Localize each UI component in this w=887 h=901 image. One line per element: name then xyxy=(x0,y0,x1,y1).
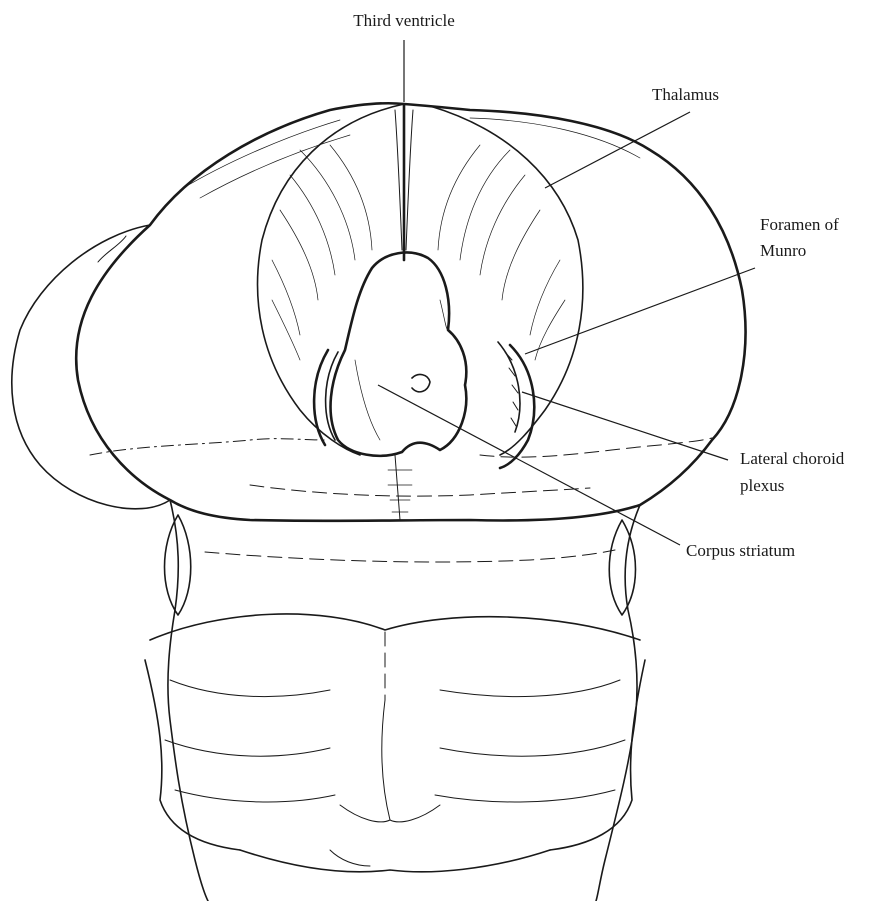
label-lateral-choroid-line2: plexus xyxy=(740,476,784,495)
lower-lobes xyxy=(145,614,645,872)
label-thalamus: Thalamus xyxy=(652,85,719,104)
leader-lines xyxy=(378,40,755,545)
label-corpus-striatum: Corpus striatum xyxy=(686,541,795,560)
leader-thalamus xyxy=(545,112,690,188)
midbrain-outline xyxy=(165,500,641,901)
label-third-ventricle: Third ventricle xyxy=(353,11,455,30)
leader-foramen-munro xyxy=(525,268,755,354)
corpus-striatum-shape xyxy=(331,253,467,456)
labels: Third ventricle Thalamus Foramen of Munr… xyxy=(353,11,845,560)
label-lateral-choroid-line1: Lateral choroid xyxy=(740,449,845,468)
leader-lateral-choroid-plexus xyxy=(522,392,728,460)
label-foramen-munro-line1: Foramen of xyxy=(760,215,839,234)
label-foramen-munro-line2: Munro xyxy=(760,241,806,260)
